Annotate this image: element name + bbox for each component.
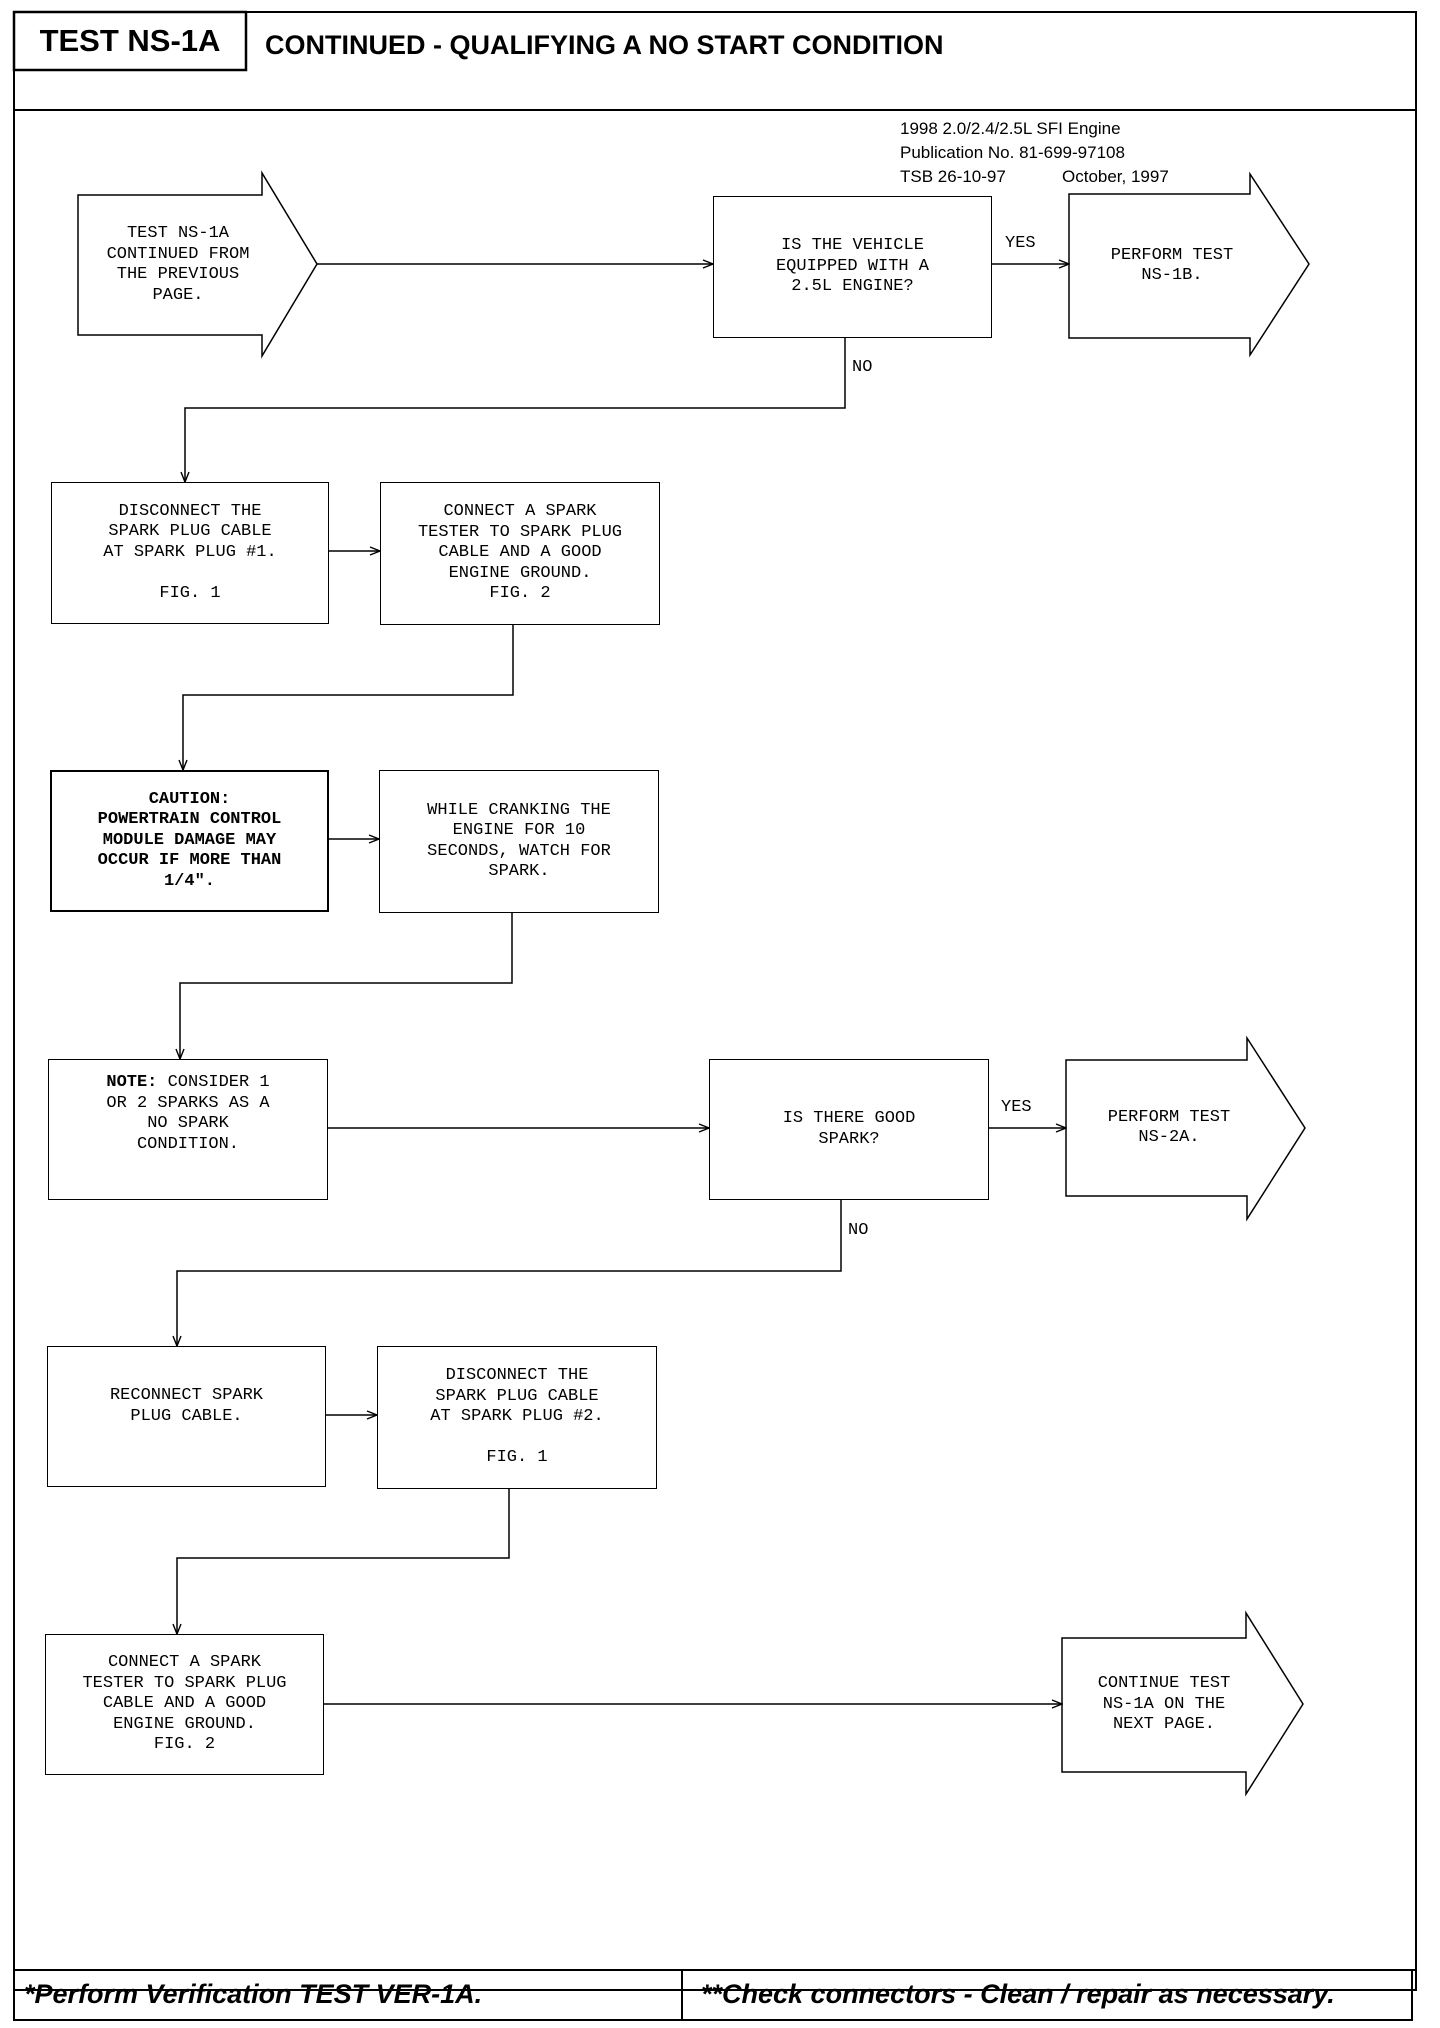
caution-text: CAUTION: POWERTRAIN CONTROL MODULE DAMAG…: [50, 770, 329, 912]
test-id-frame: [12, 10, 248, 72]
q2-decision-box: [709, 1059, 989, 1200]
q2-yes-action-text: PERFORM TEST NS-2A.: [1107, 1107, 1231, 1148]
footer-verification-note: *Perform Verification TEST VER-1A.: [24, 1979, 483, 2009]
publication-date: October, 1997: [1062, 167, 1169, 186]
end-arrow-text: CONTINUE TEST NS-1A ON THE NEXT PAGE.: [1097, 1674, 1231, 1735]
q1-yes-label: YES: [1005, 234, 1036, 253]
q1-decision-text: IS THE VEHICLE EQUIPPED WITH A 2.5L ENGI…: [775, 236, 930, 297]
note-body: CONSIDER 1 OR 2 SPARKS AS A NO SPARK CON…: [106, 1073, 270, 1154]
q2-no-connector: [177, 1200, 842, 1346]
q2-decision-text: IS THERE GOOD SPARK?: [782, 1109, 916, 1149]
publication-number: Publication No. 81-699-97108: [900, 143, 1125, 162]
step4-box: [47, 1346, 326, 1487]
step3-to-note-connector: [180, 913, 513, 1059]
step2-box: [380, 482, 660, 625]
note-text: NOTE: CONSIDER 1 OR 2 SPARKS AS A NO SPA…: [48, 1059, 328, 1200]
step5-text: DISCONNECT THE SPARK PLUG CABLE AT SPARK…: [430, 1366, 604, 1468]
q2-yes-arrow-shape: [1065, 1035, 1306, 1222]
note-box: [48, 1059, 328, 1200]
caution-body: POWERTRAIN CONTROL MODULE DAMAGE MAY OCC…: [97, 810, 282, 891]
step3-text: WHILE CRANKING THE ENGINE FOR 10 SECONDS…: [427, 800, 611, 882]
publication-engine: 1998 2.0/2.4/2.5L SFI Engine: [900, 119, 1121, 138]
caution-title: CAUTION:: [148, 789, 231, 809]
q1-yes-arrow-shape: [1068, 171, 1310, 358]
q2-no-label: NO: [848, 1221, 869, 1240]
note-title: NOTE:: [106, 1073, 158, 1092]
step1-box: [51, 482, 329, 624]
publication-tsb: TSB 26-10-97: [900, 167, 1006, 186]
step2-to-caution-connector: [183, 625, 514, 770]
start-arrow-text: TEST NS-1A CONTINUED FROM THE PREVIOUS P…: [106, 224, 250, 305]
step2-text: CONNECT A SPARK TESTER TO SPARK PLUG CAB…: [417, 502, 623, 604]
start-arrow-shape: [77, 170, 318, 359]
step5-to-step6-connector: [177, 1489, 510, 1634]
footer-connectors-note: **Check connectors - Clean / repair as n…: [701, 1979, 1335, 2009]
q1-no-connector: [185, 338, 846, 482]
step6-text: CONNECT A SPARK TESTER TO SPARK PLUG CAB…: [82, 1653, 287, 1755]
q1-no-label: NO: [852, 358, 873, 377]
page-title: CONTINUED - QUALIFYING A NO START CONDIT…: [265, 30, 944, 60]
step5-box: [377, 1346, 657, 1489]
step6-box: [45, 1634, 324, 1775]
end-arrow-shape: [1061, 1610, 1304, 1797]
q1-yes-action-text: PERFORM TEST NS-1B.: [1110, 245, 1234, 286]
page-frame: [13, 11, 1417, 1991]
step4-text: RECONNECT SPARK PLUG CABLE.: [109, 1386, 264, 1426]
q2-yes-label: YES: [1001, 1098, 1032, 1117]
step1-text: DISCONNECT THE SPARK PLUG CABLE AT SPARK…: [103, 501, 277, 603]
footer-frame: [13, 1970, 1413, 2021]
test-id-label: TEST NS-1A: [39, 23, 221, 58]
step3-box: [379, 770, 659, 913]
q1-decision-box: [713, 196, 992, 338]
caution-box: [50, 770, 329, 912]
